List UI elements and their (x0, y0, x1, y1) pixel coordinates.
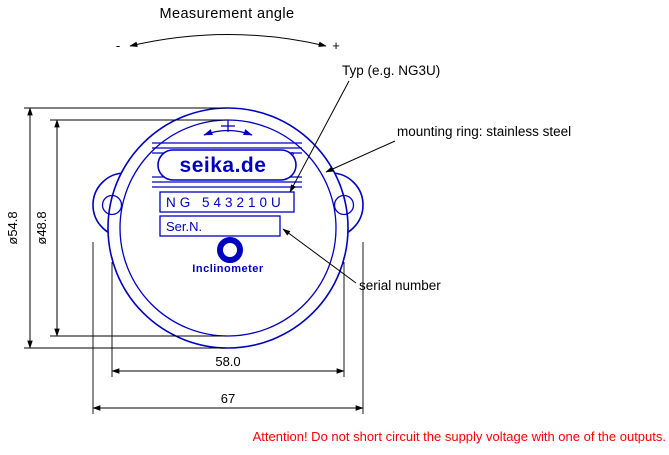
left-mounting-hole (101, 194, 123, 216)
logo-text: seika.de (180, 154, 267, 177)
overall-width-value: 67 (221, 391, 235, 406)
device-name-text: Inclinometer (192, 263, 264, 275)
type-label-text: NG 543210U (166, 195, 285, 210)
inclinometer-device: seika.de ° NG 543210U Ser.N. Inclinomete… (92, 107, 364, 349)
warning-text: Attention! Do not short circuit the supp… (253, 429, 666, 444)
hole-spacing-value: 58.0 (215, 354, 240, 369)
outer-mounting-ring (107, 107, 349, 349)
tilt-indicator (203, 120, 253, 136)
serial-number-callout: serial number (282, 228, 441, 293)
type-label-field: NG 543210U (159, 191, 295, 213)
mounting-ring-callout-text: mounting ring: stainless steel (397, 124, 571, 139)
leader-line (325, 140, 396, 173)
type-callout-text: Typ (e.g. NG3U) (342, 63, 440, 78)
serial-number-field: Ser.N. (159, 215, 281, 237)
overall-width-dimension: 67 (92, 242, 364, 414)
measurement-angle-arc (129, 34, 327, 47)
measurement-angle-title: Measurement angle (160, 6, 295, 22)
mounting-ring-callout: mounting ring: stainless steel (325, 124, 571, 173)
serial-number-text: Ser.N. (166, 219, 202, 234)
right-mounting-hole (333, 194, 355, 216)
type-label-box (159, 191, 295, 213)
leader-line (289, 80, 350, 193)
measurement-angle-header: Measurement angle - + (116, 6, 340, 53)
inner-diameter-value: ø48.8 (34, 211, 49, 244)
leader-line (282, 228, 357, 284)
logo-registered-mark: ° (290, 151, 294, 163)
serial-number-callout-text: serial number (359, 278, 441, 293)
serial-number-box (159, 215, 281, 237)
plus-direction-label: + (332, 38, 340, 53)
connector-bushing (217, 237, 243, 263)
outer-diameter-dimension: ø54.8 (5, 107, 226, 349)
hole-spacing-dimension: 58.0 (111, 262, 345, 377)
seika-logo: seika.de ° (152, 142, 302, 188)
outer-diameter-value: ø54.8 (5, 211, 20, 244)
logo-stadium-border (157, 149, 297, 181)
minus-direction-label: - (116, 38, 120, 53)
type-callout: Typ (e.g. NG3U) (289, 63, 440, 193)
inner-diameter-dimension: ø48.8 (34, 119, 226, 337)
